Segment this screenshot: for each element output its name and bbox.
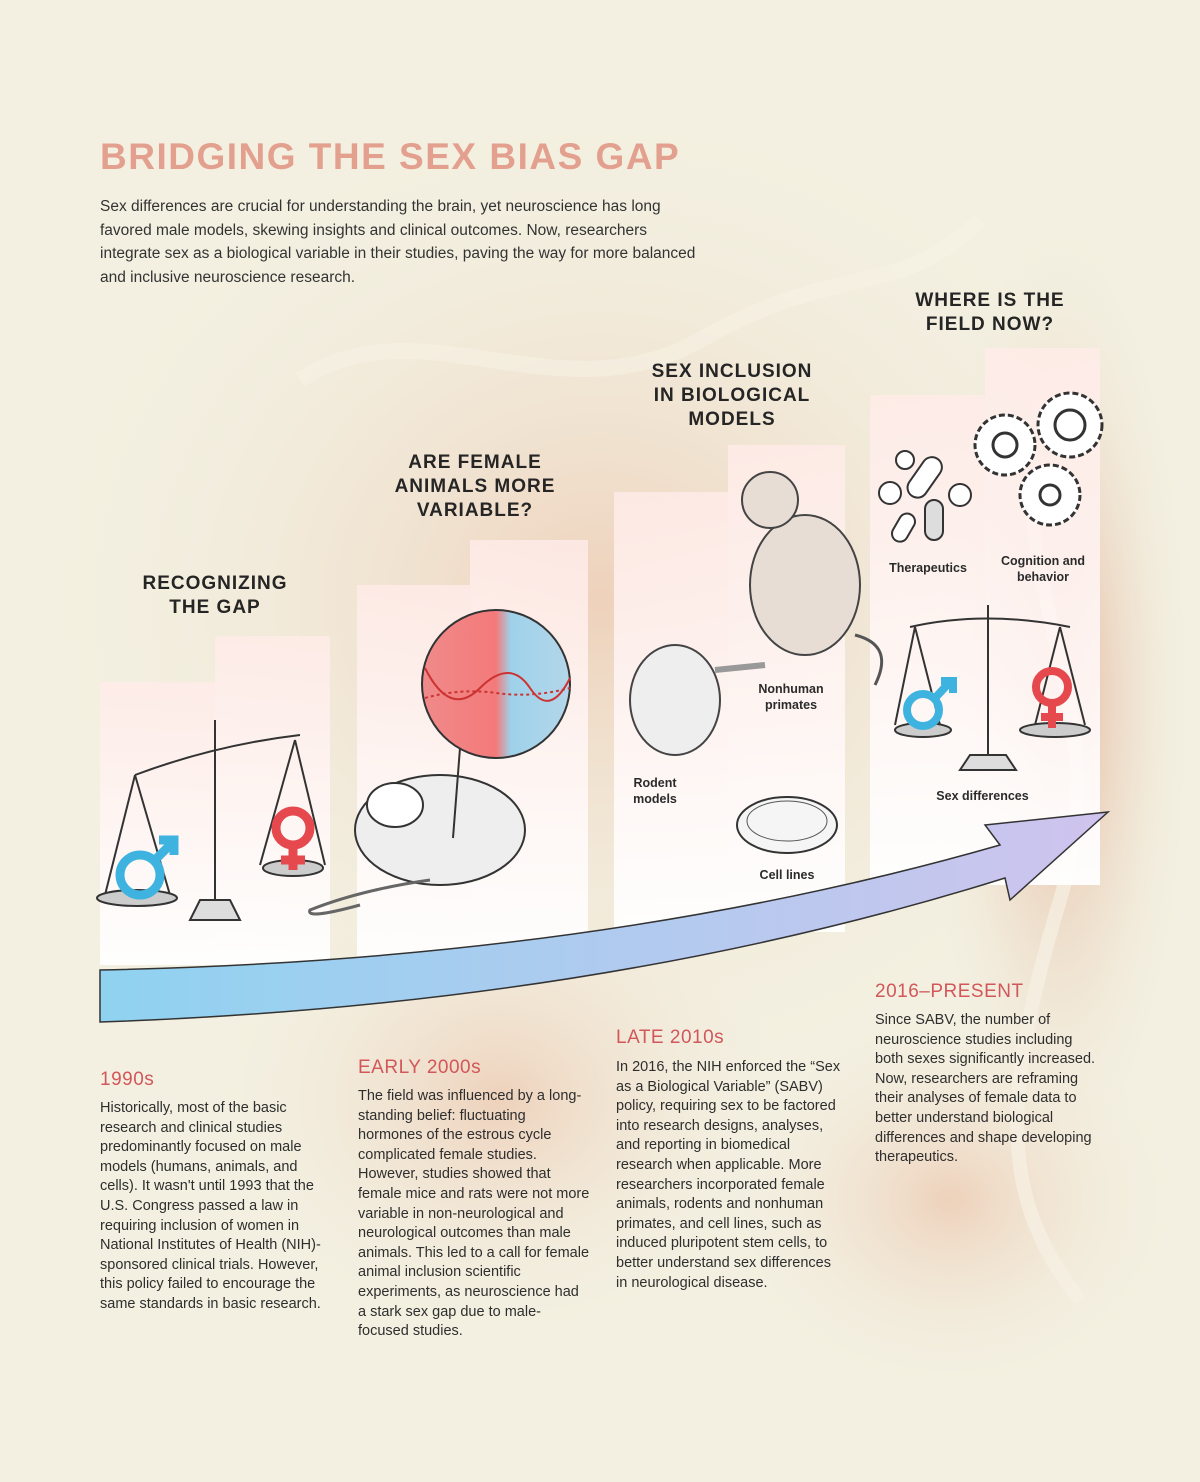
era-early-2000s: EARLY 2000s [358, 1057, 482, 1078]
pills-icon [878, 450, 972, 543]
era-1990s-text: Historically, most of the basic research… [100, 1100, 321, 1312]
male-symbol-icon [903, 677, 957, 730]
stage-2-heading: ARE FEMALE ANIMALS MORE VARIABLE? [394, 452, 556, 521]
intro-text: Sex differences are crucial for understa… [100, 198, 696, 286]
stage-4-heading: WHERE IS THE FIELD NOW? [915, 290, 1065, 335]
era-late-2010s-text: In 2016, the NIH enforced the “Sex as a … [616, 1059, 841, 1291]
primate-illustration [741, 471, 884, 686]
petri-dish-icon [736, 796, 838, 854]
era-2016-present: 2016–PRESENT [875, 981, 1024, 1002]
label-nonhuman-primates: Nonhuman primates [758, 682, 824, 712]
era-early-2000s-text: The field was influenced by a long-stand… [358, 1088, 590, 1340]
era-1990s: 1990s [100, 1069, 155, 1090]
magnifier-variability-icon [421, 609, 571, 839]
label-sex-differences: Sex differences [936, 789, 1029, 803]
stage-1-heading: RECOGNIZING THE GAP [142, 573, 288, 618]
era-late-2010s: LATE 2010s [616, 1027, 725, 1048]
rodent-illustration [629, 644, 766, 756]
label-cognition-behavior: Cognition and behavior [1000, 554, 1085, 584]
female-symbol-icon [1032, 667, 1072, 728]
mouse-illustration [308, 774, 526, 916]
page-title: BRIDGING THE SEX BIAS GAP [100, 136, 681, 177]
label-therapeutics: Therapeutics [889, 561, 967, 575]
label-rodent-models: Rodent models [633, 776, 677, 806]
era-2016-present-text: Since SABV, the number of neuroscience s… [875, 1012, 1096, 1166]
male-symbol-icon [115, 835, 179, 900]
label-cell-lines: Cell lines [759, 868, 815, 882]
stage-3-heading: SEX INCLUSION IN BIOLOGICAL MODELS [651, 361, 813, 430]
scale-balanced-icon [894, 605, 1091, 771]
gears-icon [973, 391, 1104, 527]
scale-icon [96, 720, 326, 921]
